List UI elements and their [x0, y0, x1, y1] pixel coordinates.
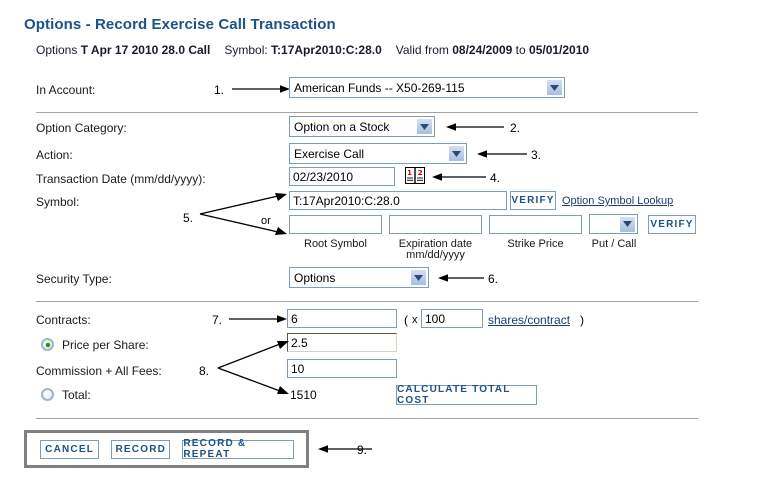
calculate-total-cost-button[interactable]: CALCULATE TOTAL COST — [396, 384, 537, 406]
commission-input[interactable]: 10 — [287, 359, 397, 378]
action-label: Action: — [36, 148, 73, 162]
annotation-3: 3. — [531, 148, 542, 162]
price-per-share-radio[interactable] — [41, 338, 54, 351]
annotation-1-arrow — [232, 85, 290, 93]
annotation-7: 7. — [212, 313, 223, 327]
calendar-icon[interactable]: 1 2 — [405, 167, 425, 184]
put-call-select[interactable] — [589, 214, 638, 234]
action-select-value: Exercise Call — [294, 146, 365, 161]
annotation-8-arrows — [217, 341, 289, 394]
svg-text:2: 2 — [418, 169, 423, 177]
option-category-label: Option Category: — [36, 121, 127, 135]
transaction-date-input[interactable]: 02/23/2010 — [289, 167, 395, 186]
summary-symbol-value: T:17Apr2010:C:28.0 — [271, 43, 382, 57]
chevron-down-icon — [416, 118, 433, 135]
chevron-down-icon — [448, 145, 465, 162]
strike-price-caption: Strike Price — [507, 238, 564, 250]
chevron-down-icon — [546, 79, 563, 96]
annotation-2-arrow — [446, 123, 504, 131]
strike-price-input[interactable] — [489, 215, 582, 234]
option-category-select[interactable]: Option on a Stock — [289, 116, 435, 137]
summary-prefix: Options — [36, 43, 78, 57]
divider-3 — [36, 418, 698, 419]
summary-to-label: to — [515, 43, 526, 57]
verify-components-button[interactable]: VERIFY — [648, 215, 696, 234]
annotation-4-arrow — [432, 173, 486, 181]
annotation-2: 2. — [510, 121, 521, 135]
option-category-value: Option on a Stock — [294, 119, 390, 134]
security-type-value: Options — [294, 270, 336, 285]
shares-per-contract-input[interactable]: 100 — [421, 309, 483, 328]
contracts-multiply-sign: x — [412, 314, 418, 326]
transaction-date-label: Transaction Date (mm/dd/yyyy): — [36, 172, 206, 186]
record-and-repeat-button[interactable]: RECORD & REPEAT — [182, 438, 294, 460]
total-label: Total: — [62, 388, 91, 402]
option-symbol-lookup-link[interactable]: Option Symbol Lookup — [562, 195, 674, 207]
expiration-date-format: mm/dd/yyyy — [406, 249, 465, 261]
summary-valid-to: 05/01/2010 — [529, 43, 590, 57]
annotation-8: 8. — [199, 364, 210, 378]
record-button[interactable]: RECORD — [111, 439, 171, 459]
annotation-7-arrow — [229, 315, 287, 323]
annotation-4: 4. — [490, 171, 501, 185]
symbol-label: Symbol: — [36, 195, 80, 209]
account-select-value: American Funds -- X50-269-115 — [294, 80, 465, 95]
account-label: In Account: — [36, 83, 96, 97]
symbol-or-text: or — [261, 215, 271, 227]
security-type-select[interactable]: Options — [289, 267, 429, 288]
summary-contract: T Apr 17 2010 28.0 Call — [80, 43, 211, 57]
root-symbol-caption: Root Symbol — [304, 238, 367, 250]
account-select[interactable]: American Funds -- X50-269-115 — [289, 77, 565, 98]
summary-symbol-label: Symbol: — [224, 43, 268, 57]
page-title: Options - Record Exercise Call Transacti… — [24, 16, 336, 33]
chevron-down-icon — [619, 215, 636, 233]
contracts-close-paren: ) — [580, 313, 584, 327]
chevron-down-icon — [410, 269, 427, 286]
annotation-9: 9. — [357, 443, 368, 457]
verify-symbol-button[interactable]: VERIFY — [510, 191, 556, 210]
symbol-input[interactable]: T:17Apr2010:C:28.0 — [289, 191, 507, 210]
annotation-3-arrow — [477, 150, 527, 158]
root-symbol-input[interactable] — [289, 215, 382, 234]
total-value: 1510 — [290, 388, 317, 402]
action-select[interactable]: Exercise Call — [289, 143, 467, 164]
expiration-date-input[interactable] — [389, 215, 482, 234]
summary-valid-from: 08/24/2009 — [452, 43, 513, 57]
shares-per-contract-link[interactable]: shares/contract — [488, 313, 571, 327]
contracts-open-paren: ( — [404, 313, 408, 327]
commission-label: Commission + All Fees: — [36, 364, 162, 378]
summary-valid-label: Valid from — [395, 43, 449, 57]
contracts-input[interactable]: 6 — [287, 309, 397, 328]
total-radio[interactable] — [41, 388, 54, 401]
annotation-6: 6. — [488, 272, 499, 286]
annotation-6-arrow — [438, 274, 484, 282]
put-call-caption: Put / Call — [591, 238, 637, 250]
divider-1 — [36, 112, 698, 113]
annotation-1: 1. — [214, 83, 225, 97]
annotation-5-arrows — [199, 193, 287, 235]
annotation-5: 5. — [183, 211, 194, 225]
price-per-share-label: Price per Share: — [62, 338, 149, 352]
price-per-share-input[interactable]: 2.5 — [287, 333, 397, 352]
security-type-label: Security Type: — [36, 272, 112, 286]
contract-summary: Options T Apr 17 2010 28.0 Call Symbol: T… — [36, 43, 589, 57]
divider-2 — [36, 301, 698, 302]
action-button-group: CANCEL RECORD RECORD & REPEAT — [24, 430, 309, 468]
contracts-label: Contracts: — [36, 313, 91, 327]
expiration-date-caption: Expiration date — [398, 238, 473, 250]
svg-text:1: 1 — [407, 169, 412, 177]
cancel-button[interactable]: CANCEL — [40, 439, 100, 459]
